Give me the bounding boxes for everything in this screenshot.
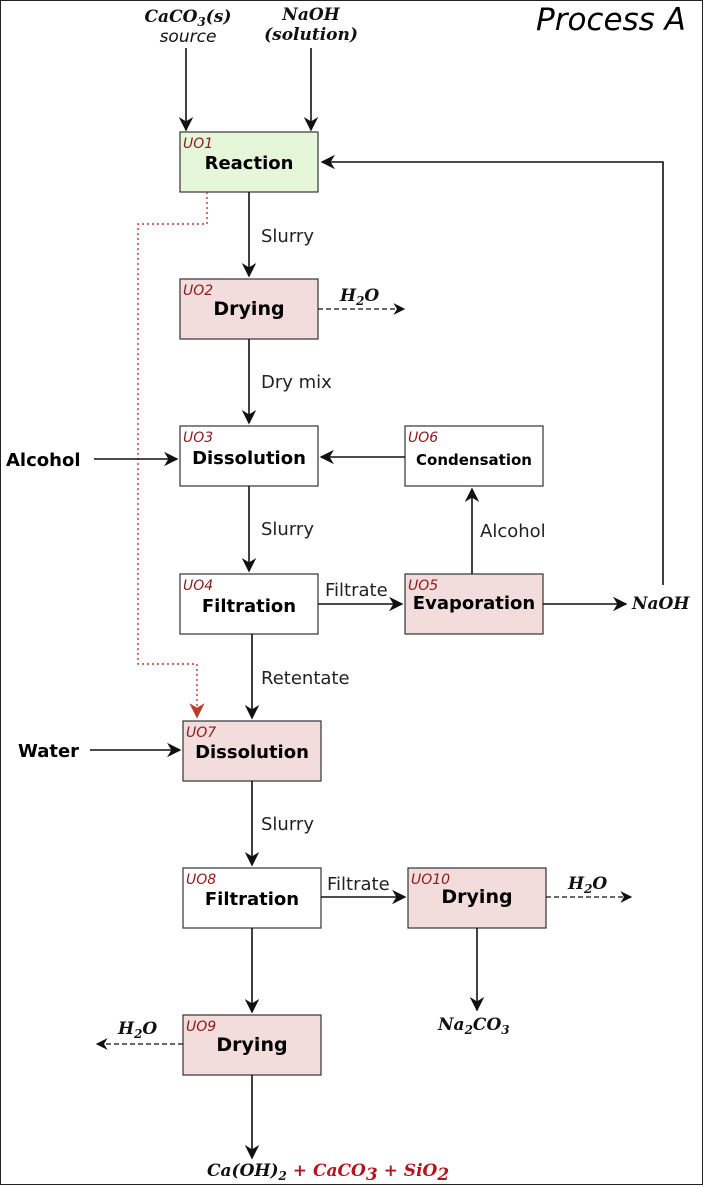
unit-uo5: UO5 Evaporation	[404, 573, 544, 635]
svg-text:Condensation: Condensation	[416, 451, 532, 469]
svg-text:Filtration: Filtration	[205, 889, 299, 910]
stream-filtrate-1: Filtrate	[325, 580, 388, 601]
svg-text:UO4: UO4	[183, 578, 213, 594]
unit-uo2: UO2 Drying	[179, 278, 319, 340]
bypass-dotted-arrow	[137, 192, 208, 719]
svg-text:UO9: UO9	[186, 1019, 216, 1035]
stream-dry-mix: Dry mix	[261, 372, 332, 393]
stream-slurry-2: Slurry	[261, 519, 314, 540]
stream-filtrate-2: Filtrate	[327, 874, 390, 895]
svg-text:UO10: UO10	[411, 872, 450, 888]
svg-text:Filtration: Filtration	[202, 596, 296, 617]
unit-uo9: UO9 Drying	[182, 1014, 322, 1076]
svg-text:NaOH: NaOH	[281, 5, 340, 25]
svg-text:Reaction: Reaction	[205, 153, 294, 174]
svg-text:CaCO3(s): CaCO3(s)	[145, 7, 232, 29]
alcohol-input-label: Alcohol	[6, 450, 81, 471]
stream-slurry-1: Slurry	[261, 226, 314, 247]
uo9-h2o-label: H2O	[117, 1019, 157, 1041]
svg-text:UO6: UO6	[408, 430, 438, 446]
svg-text:Dissolution: Dissolution	[192, 448, 306, 469]
svg-text:UO8: UO8	[186, 872, 216, 888]
naoh-output-label: NaOH	[631, 594, 690, 614]
unit-uo3: UO3 Dissolution	[179, 425, 319, 487]
unit-uo1: UO1 Reaction	[179, 131, 319, 193]
svg-text:UO1: UO1	[183, 136, 213, 152]
caco3-source: CaCO3(s) source	[145, 7, 232, 47]
svg-text:Drying: Drying	[441, 886, 512, 908]
svg-text:Drying: Drying	[213, 298, 284, 320]
unit-uo6: UO6 Condensation	[404, 425, 544, 487]
svg-text:(solution): (solution)	[264, 25, 358, 45]
stream-retentate: Retentate	[261, 668, 350, 689]
svg-text:UO7: UO7	[186, 725, 216, 741]
unit-uo10: UO10 Drying	[407, 867, 547, 929]
unit-uo4: UO4 Filtration	[179, 573, 319, 635]
svg-text:Drying: Drying	[216, 1034, 287, 1056]
water-input-label: Water	[18, 741, 79, 762]
unit-uo7: UO7 Dissolution	[182, 720, 322, 782]
diagram-title: Process A	[536, 2, 686, 38]
naoh-recycle-arrow	[320, 154, 664, 585]
stream-slurry-3: Slurry	[261, 814, 314, 835]
naoh-source: NaOH (solution)	[264, 5, 358, 45]
na2co3-product-label: Na2CO3	[437, 1015, 510, 1037]
unit-uo8: UO8 Filtration	[182, 867, 322, 929]
svg-text:Dissolution: Dissolution	[195, 742, 309, 763]
uo2-h2o-label: H2O	[339, 286, 379, 308]
stream-alcohol-recycle: Alcohol	[480, 521, 546, 542]
svg-text:UO5: UO5	[408, 578, 438, 594]
svg-text:UO2: UO2	[183, 283, 213, 299]
svg-text:UO3: UO3	[183, 430, 213, 446]
uo10-h2o-label: H2O	[567, 874, 607, 896]
final-product-label: Ca(OH)2 + CaCO3 + SiO2	[207, 1161, 449, 1185]
svg-text:source: source	[160, 27, 217, 47]
svg-text:Evaporation: Evaporation	[413, 593, 535, 614]
